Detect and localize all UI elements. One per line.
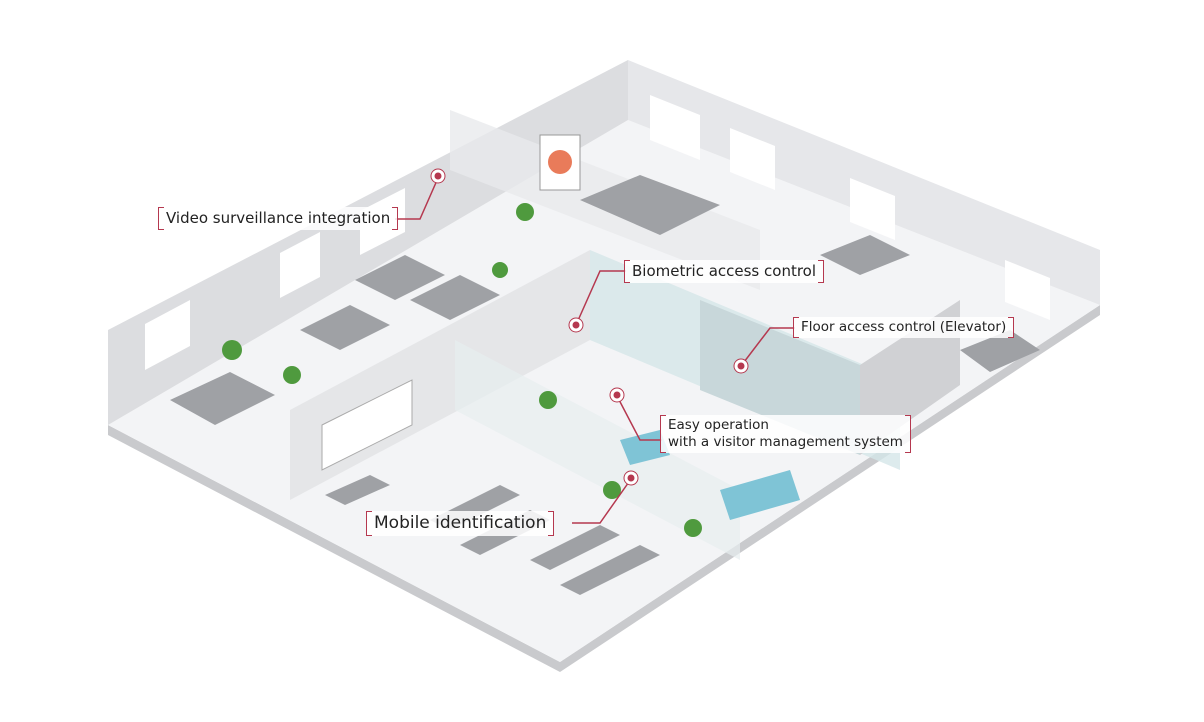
label-floor-access-elevator: Floor access control (Elevator) <box>793 317 1015 338</box>
pie-chart <box>548 150 572 174</box>
label-biometric-access: Biometric access control <box>624 260 825 283</box>
glass-partition <box>455 340 740 560</box>
windows <box>145 95 1050 370</box>
label-visitor-management: Easy operation with a visitor management… <box>660 415 911 453</box>
back-wall-right <box>628 60 1100 305</box>
label-mobile-identification: Mobile identification <box>366 511 555 537</box>
plants <box>222 203 702 537</box>
label-visitor-line2: with a visitor management system <box>668 433 903 450</box>
label-visitor-line1: Easy operation <box>668 417 769 433</box>
lounge-seating <box>620 430 800 520</box>
camera-markers <box>430 168 749 486</box>
wall-chart-screen <box>321 379 413 471</box>
callout-lines <box>395 177 795 524</box>
label-video-surveillance: Video surveillance integration <box>158 207 399 230</box>
